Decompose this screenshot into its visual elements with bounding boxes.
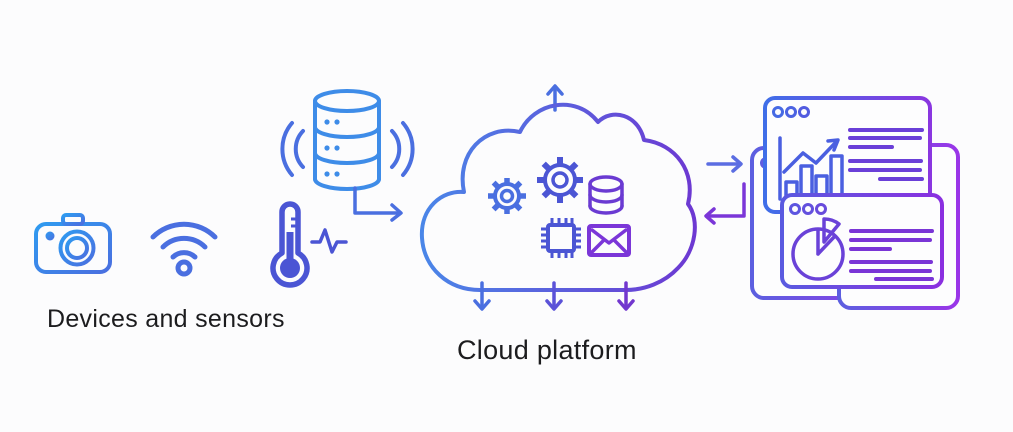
arrow-down-3 [617, 281, 635, 311]
text-lines [849, 229, 934, 281]
arrow-return-to-cloud [704, 182, 746, 225]
signal-waves-icon [280, 121, 415, 177]
browser-window-pie-chart-icon [780, 193, 944, 289]
gear-icon [488, 178, 526, 214]
cloud-outline [419, 102, 697, 292]
arrow-down-1 [473, 281, 491, 311]
arrow-down-2 [545, 281, 563, 311]
pie-chart-icon [791, 217, 845, 281]
cpu-chip-icon [541, 218, 581, 258]
database-stack-icon [280, 85, 415, 193]
bar-chart-icon [778, 136, 844, 201]
database-icon [588, 175, 624, 215]
camera-icon [33, 210, 115, 276]
gear-icon-large [537, 157, 583, 203]
wifi-icon [138, 212, 230, 277]
dashboard-arrows [700, 146, 752, 230]
dashboards-group [744, 90, 1013, 310]
cloud-platform-label: Cloud platform [457, 335, 637, 365]
text-lines [848, 128, 924, 181]
browser-window-bar-chart-icon [763, 96, 932, 214]
thermometer-icon [262, 198, 350, 290]
elbow-arrow-to-cloud [342, 186, 412, 222]
pulse-icon [310, 228, 348, 254]
cloud-platform-group [412, 80, 704, 322]
arrow-to-dashboards [706, 155, 743, 173]
mail-icon [587, 224, 631, 257]
devices-label: Devices and sensors [47, 305, 285, 333]
